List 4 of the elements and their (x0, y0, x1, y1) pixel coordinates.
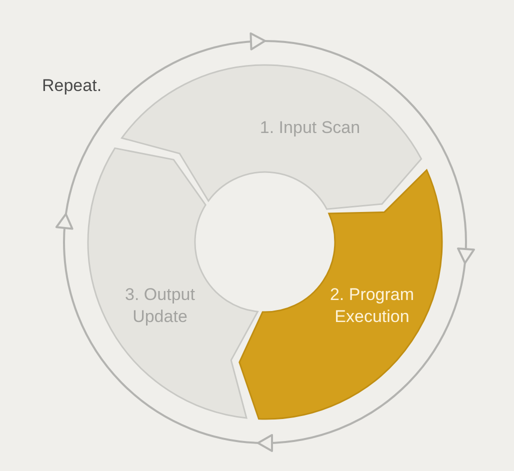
segment-label: 1. Input Scan (258, 116, 362, 139)
note-text: Repeat. (42, 76, 102, 96)
segment-label: 2. Program Execution (328, 284, 416, 328)
segment-label: 3. Output Update (124, 284, 196, 328)
